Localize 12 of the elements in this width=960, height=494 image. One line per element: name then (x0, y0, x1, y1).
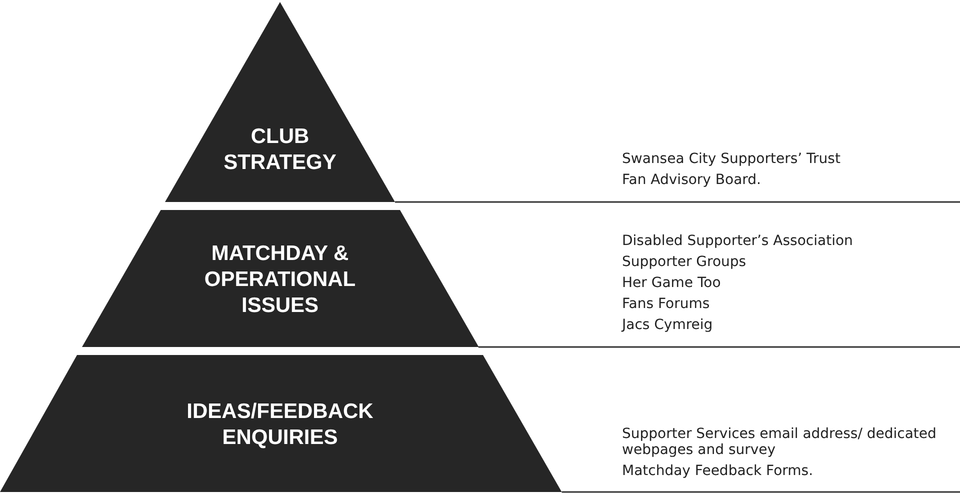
list-item: Swansea City Supporters’ Trust (622, 151, 842, 167)
list-item: Matchday Feedback Forms. (622, 463, 814, 479)
tier-label: CLUB STRATEGY (222, 124, 338, 176)
list-item: Disabled Supporter’s Association (622, 233, 854, 249)
list-item: Her Game Too (622, 275, 722, 291)
list-item: Supporter Groups (622, 254, 748, 270)
list-item: Jacs Cymreig (622, 317, 714, 333)
tier-label: IDEAS/FEEDBACK ENQUIRIES (186, 399, 374, 451)
list-item: Fan Advisory Board. (622, 172, 762, 188)
tier-label: MATCHDAY & OPERATIONAL ISSUES (203, 241, 357, 319)
list-item: Supporter Services email address/ dedicated webpages and survey (622, 426, 938, 458)
list-item: Fans Forums (622, 296, 711, 312)
